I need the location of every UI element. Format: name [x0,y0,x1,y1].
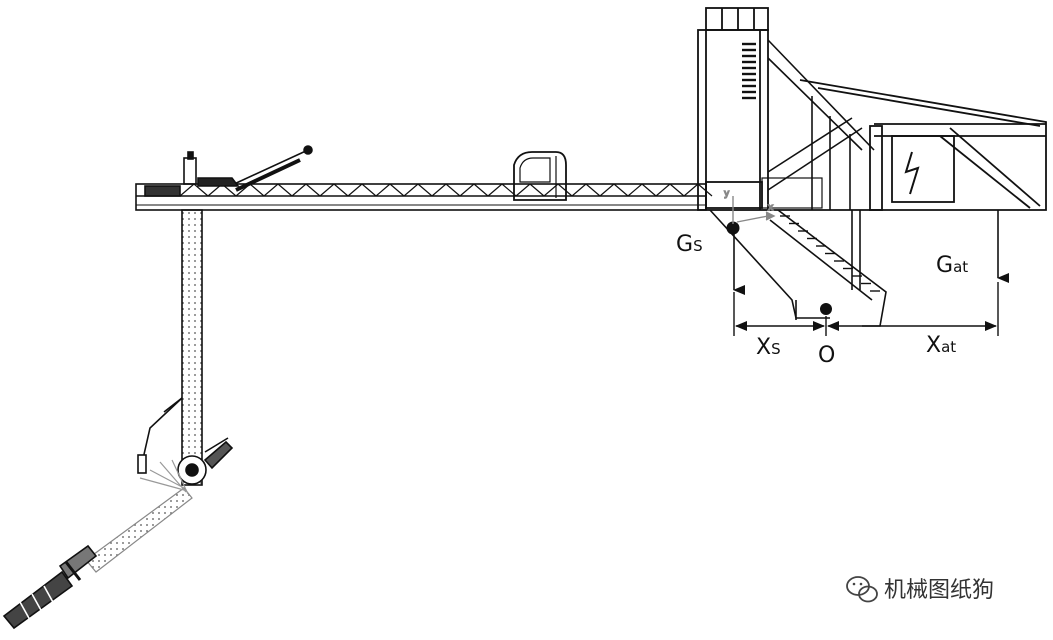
gs-force-arrow [726,221,745,295]
lower-stairs [709,209,887,327]
watermark: 机械图纸狗 [846,576,994,603]
local-axes: y x [723,188,776,224]
origin-label: O [818,343,835,368]
vertical-column [137,209,234,486]
upper-frame [705,79,1047,211]
tower-stairs [767,39,875,210]
drill-head [2,544,98,630]
boom-truss [135,183,713,211]
watermark-text: 机械图纸狗 [884,578,994,603]
wechat-icon [846,576,878,603]
gs-label: GS [676,232,703,257]
tower [697,7,769,211]
origin-point [820,303,832,315]
xat-label: Xat [926,333,956,358]
operator-cabin [513,151,567,201]
dimension-line [733,282,999,336]
axis-x-label: x [768,203,774,213]
boom-cylinder [183,145,313,192]
drill-arm [85,459,193,573]
xs-label: XS [756,335,781,360]
axis-y-label: y [724,189,730,199]
gat-label: Gat [936,253,968,278]
